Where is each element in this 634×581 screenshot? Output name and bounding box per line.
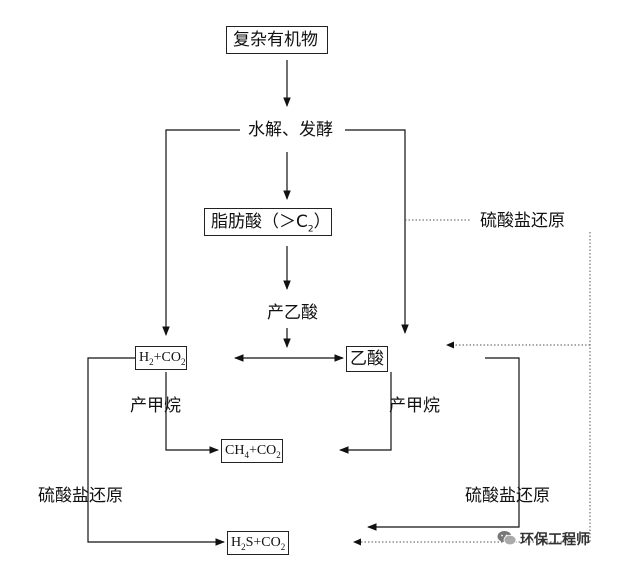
ch4-co2-label: CH4+CO2	[225, 443, 281, 460]
fatty-acid-suffix: ）	[313, 212, 331, 232]
h2s-co2-a: H	[231, 535, 242, 550]
acetic-acid-label: 乙酸	[350, 349, 384, 369]
ch4-co2-a-sub: 4	[244, 449, 249, 460]
ch4-co2-b-sub: 2	[276, 449, 281, 460]
h2-co2-b: +CO	[153, 350, 181, 365]
arrow-h2-to-ch4	[165, 372, 219, 454]
arrow-hydrolysis-to-h2	[162, 129, 240, 336]
h2-co2-a-sub: 2	[149, 356, 154, 367]
fatty-acid-sub: 2	[307, 224, 314, 235]
fatty-acid-prefix: 脂肪酸（＞C	[211, 212, 308, 232]
watermark-text: 环保工程师	[520, 532, 590, 548]
h2s-co2-b: S+CO	[245, 535, 281, 550]
acetogenesis-label: 产乙酸	[267, 303, 318, 323]
arrow-acetic-to-ch4	[339, 372, 392, 454]
wechat-icon	[497, 531, 517, 546]
sulfate-reduction-top-label: 硫酸盐还原	[480, 211, 565, 231]
complex-organics-label: 复杂有机物	[233, 30, 318, 50]
h2-co2-label: H2+CO2	[139, 350, 185, 367]
acetic-acid-box: 乙酸	[346, 346, 388, 372]
complex-organics-box: 复杂有机物	[226, 26, 328, 54]
dotted-arrowhead-h2s	[353, 538, 361, 546]
h2s-co2-a-sub: 2	[241, 541, 246, 552]
arrow-sulfate-right-to-h2s	[367, 357, 520, 531]
ch4-co2-a: CH	[225, 443, 245, 458]
h2-co2-b-sub: 2	[180, 356, 186, 367]
methanogenesis-right-label: 产甲烷	[389, 396, 440, 416]
h2s-co2-b-sub: 2	[280, 541, 286, 552]
sulfate-reduction-left-label: 硫酸盐还原	[38, 486, 123, 506]
ch4-co2-b: +CO	[248, 443, 277, 458]
h2s-co2-label: H2S+CO2	[231, 535, 285, 552]
hydrolysis-fermentation-label: 水解、发酵	[248, 120, 333, 140]
dotted-arrowhead-acetic	[446, 341, 454, 349]
arrow-hydrolysis-to-acetic	[345, 129, 409, 334]
sulfate-reduction-right-label: 硫酸盐还原	[465, 486, 550, 506]
ch4-co2-box: CH4+CO2	[221, 439, 283, 463]
h2-co2-box: H2+CO2	[135, 346, 187, 370]
fatty-acid-box: 脂肪酸（＞C2）	[204, 208, 332, 236]
h2s-co2-box: H2S+CO2	[227, 531, 289, 555]
h2-co2-a: H	[139, 350, 150, 365]
arrow-h2-to-h2s	[87, 357, 225, 546]
methanogenesis-left-label: 产甲烷	[130, 396, 181, 416]
fatty-acid-label: 脂肪酸（＞C2）	[211, 212, 331, 239]
